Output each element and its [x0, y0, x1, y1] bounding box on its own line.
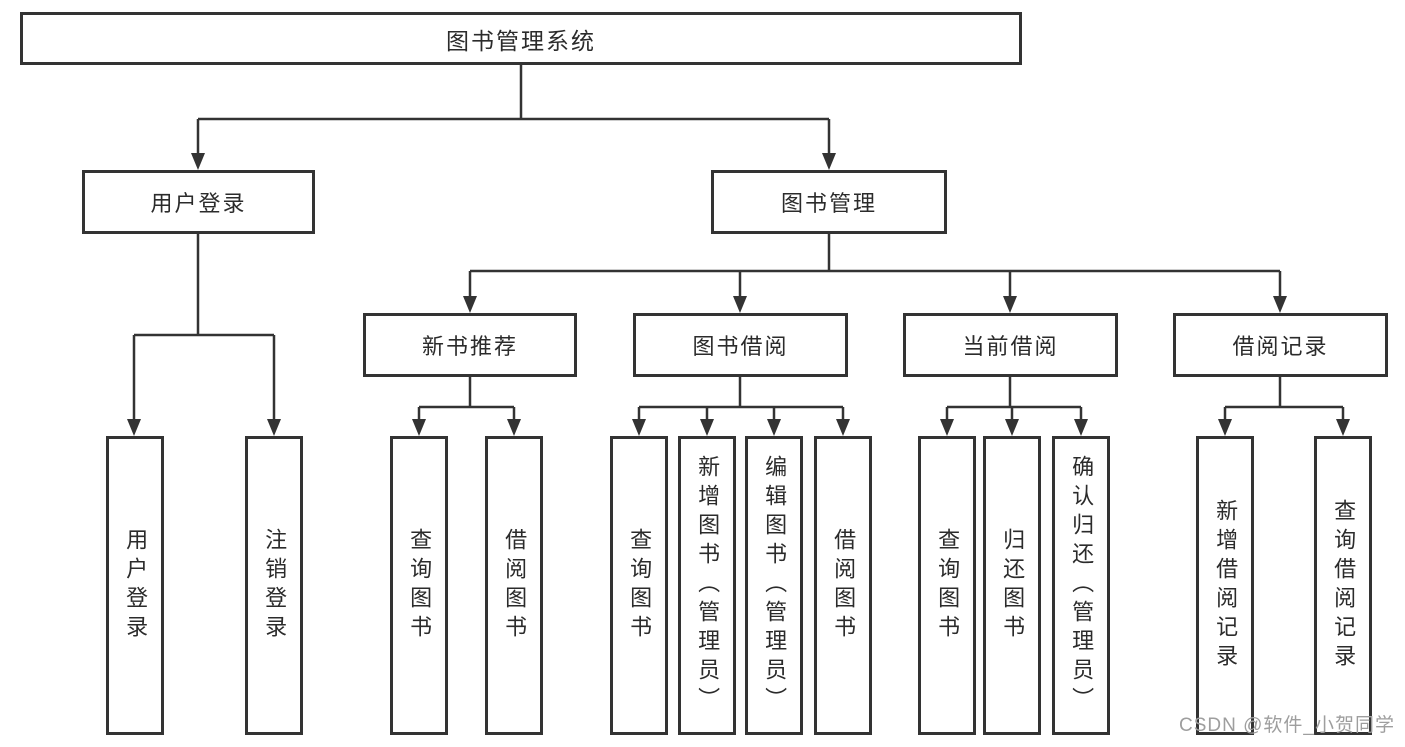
leaf-confirm-return-admin: 确认归还（管理员） [1052, 436, 1110, 735]
leaf-label: 归还图书 [1000, 527, 1026, 644]
leaf-query-borrow-record: 查询借阅记录 [1314, 436, 1372, 735]
leaf-query-books-borrowing: 查询图书 [610, 436, 668, 735]
node-book-borrowing: 图书借阅 [633, 313, 848, 377]
leaf-label: 查询借阅记录 [1331, 498, 1357, 673]
node-library-management-system: 图书管理系统 [20, 12, 1022, 65]
leaf-label: 新增图书（管理员） [695, 455, 721, 716]
leaf-label: 借阅图书 [502, 527, 528, 644]
node-user-login: 用户登录 [82, 170, 315, 234]
leaf-label: 编辑图书（管理员） [762, 455, 788, 716]
node-label: 新书推荐 [421, 334, 518, 359]
leaf-borrow-books-recommend: 借阅图书 [485, 436, 543, 735]
leaf-label: 查询图书 [627, 527, 653, 644]
node-label: 借阅记录 [1232, 334, 1329, 359]
leaf-query-books-current: 查询图书 [918, 436, 976, 735]
node-label: 当前借阅 [962, 334, 1059, 359]
leaf-label: 借阅图书 [831, 527, 857, 644]
leaf-logout: 注销登录 [245, 436, 303, 735]
node-book-management: 图书管理 [711, 170, 947, 234]
leaf-user-login: 用户登录 [106, 436, 164, 735]
node-label: 图书管理 [780, 191, 877, 216]
leaf-return-books: 归还图书 [983, 436, 1041, 735]
leaf-label: 新增借阅记录 [1213, 498, 1239, 673]
leaf-label: 查询图书 [935, 527, 961, 644]
leaf-label: 确认归还（管理员） [1069, 455, 1095, 716]
leaf-label: 用户登录 [123, 527, 149, 644]
leaf-add-books-admin: 新增图书（管理员） [678, 436, 736, 735]
leaf-edit-books-admin: 编辑图书（管理员） [745, 436, 803, 735]
node-label: 图书借阅 [692, 334, 789, 359]
leaf-query-books-recommend: 查询图书 [390, 436, 448, 735]
csdn-watermark: CSDN @软件_小贺同学 [1179, 715, 1395, 736]
leaf-borrow-books: 借阅图书 [814, 436, 872, 735]
node-borrowing-records: 借阅记录 [1173, 313, 1388, 377]
leaf-label: 查询图书 [407, 527, 433, 644]
tree-edges [132, 65, 1345, 423]
node-label: 用户登录 [150, 191, 247, 216]
node-current-borrowing: 当前借阅 [903, 313, 1118, 377]
leaf-add-borrow-record: 新增借阅记录 [1196, 436, 1254, 735]
leaf-label: 注销登录 [262, 527, 288, 644]
node-label: 图书管理系统 [446, 27, 596, 54]
node-new-book-recommendation: 新书推荐 [363, 313, 577, 377]
